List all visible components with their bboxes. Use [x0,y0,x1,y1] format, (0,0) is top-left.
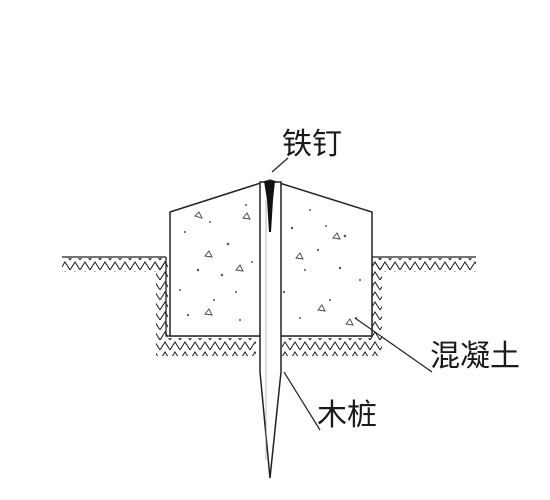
concrete-aggregate-stones [194,211,354,326]
leader-concrete [354,317,433,373]
leader-nail [271,157,289,173]
concrete-aggregate-dots [179,204,361,321]
leader-pile [283,371,321,431]
iron-nail [264,181,275,232]
label-wood-pile: 木桩 [317,398,377,433]
wood-pile [259,181,282,479]
soil-hatching [62,258,476,356]
leader-lines [271,157,433,431]
label-nail: 铁钉 [282,127,342,162]
label-concrete: 混凝土 [430,339,520,374]
